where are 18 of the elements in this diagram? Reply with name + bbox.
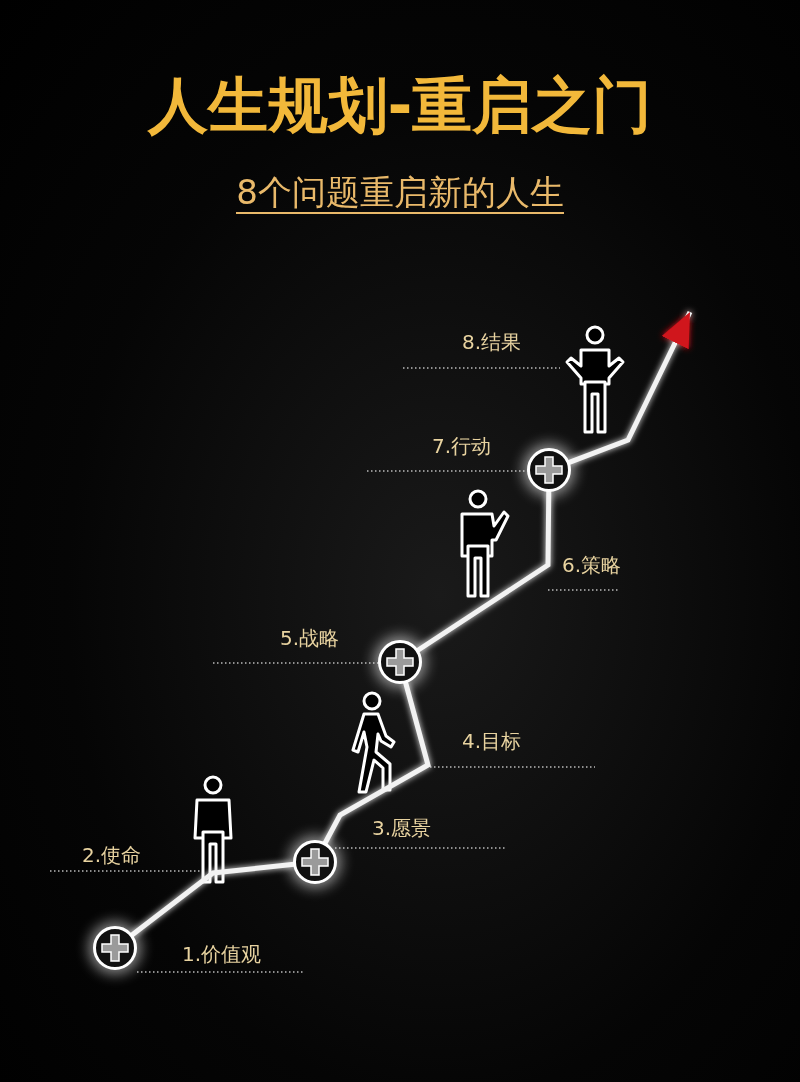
step-label: 2.使命 — [82, 842, 142, 868]
arrow — [567, 310, 693, 465]
step-label: 3.愿景 — [372, 815, 432, 841]
path-line — [416, 490, 552, 653]
title: 人生规划-重启之门 — [146, 70, 654, 140]
subtitle: 8个问题重启新的人生 — [236, 172, 564, 214]
path-line — [322, 681, 431, 845]
plus-circle — [93, 926, 137, 970]
path-line — [130, 861, 295, 938]
step-label: 6.策略 — [562, 552, 622, 578]
plus-circle — [527, 448, 571, 492]
step-label: 1.价值观 — [182, 941, 262, 967]
step-label: 7.行动 — [432, 433, 492, 459]
plus-circle — [378, 640, 422, 684]
step-label: 5.战略 — [280, 625, 340, 651]
step-label: 8.结果 — [462, 329, 522, 355]
plus-circle — [293, 840, 337, 884]
step-label: 4.目标 — [462, 728, 522, 754]
